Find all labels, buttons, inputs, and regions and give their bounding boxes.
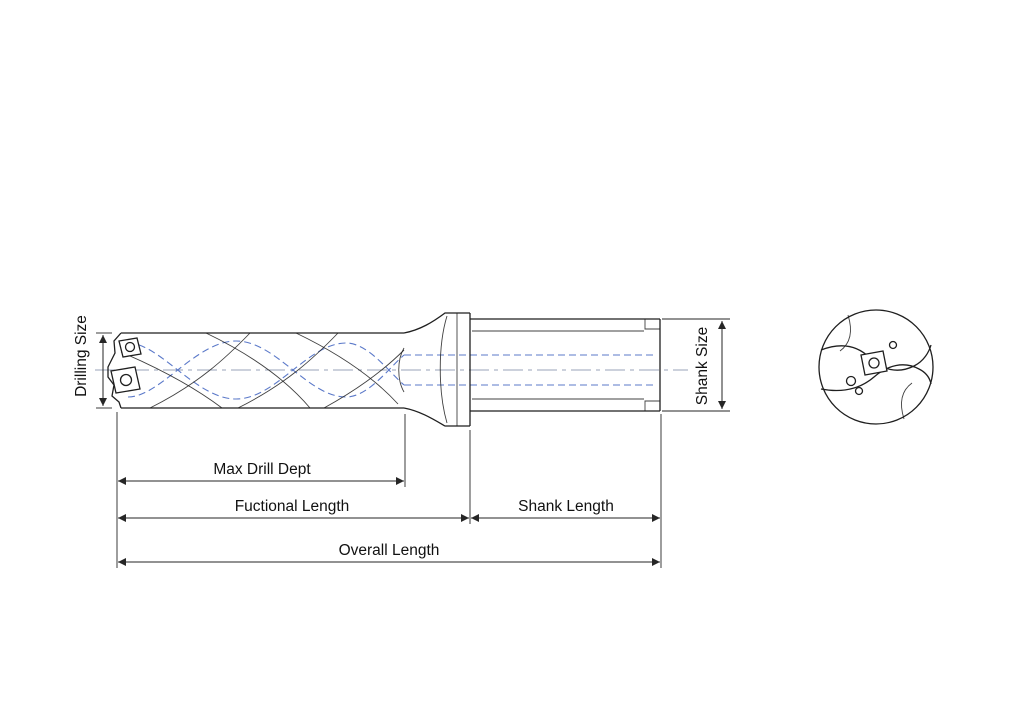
tip-insert-bottom-screw <box>119 373 133 387</box>
flute-line <box>237 332 339 409</box>
tip-inserts <box>110 337 142 394</box>
flute-line <box>205 332 311 409</box>
end-view-coolant-hole-1 <box>888 340 898 350</box>
flute-line <box>295 332 399 405</box>
end-view-second-screw <box>845 375 857 387</box>
tip-insert-bottom <box>110 366 141 394</box>
flange-bell-top <box>403 312 470 334</box>
label-overall-length: Overall Length <box>339 542 440 559</box>
shank-end-notch-top <box>644 319 660 330</box>
end-view-insert-screw <box>868 357 880 369</box>
flange-face-curve <box>439 315 448 424</box>
end-view-flute-edge-right <box>900 382 913 420</box>
tip-insert-top-screw <box>124 341 136 353</box>
flute-line <box>120 351 223 409</box>
label-max-drill-depth: Max Drill Dept <box>213 461 311 478</box>
dimensions: Drilling Size Shank Size Max Drill Dept … <box>73 315 730 568</box>
drill-side-view <box>107 312 661 427</box>
drill-end-view <box>818 309 934 425</box>
shank <box>470 318 661 412</box>
flute-lines <box>120 332 405 409</box>
label-shank-length: Shank Length <box>518 498 614 515</box>
flute-line <box>149 332 251 409</box>
end-view-coolant-hole-2 <box>854 386 864 396</box>
body-outline <box>107 332 404 409</box>
shank-outline <box>470 318 661 412</box>
tip-insert-top <box>118 337 142 358</box>
label-functional-length: Fuctional Length <box>235 498 350 515</box>
flute-runout <box>398 347 405 393</box>
end-view-web-upper <box>820 344 932 371</box>
end-view-insert <box>860 350 888 376</box>
label-shank-size: Shank Size <box>694 327 711 405</box>
shank-end-notch-bottom <box>644 400 660 411</box>
end-view-flute-edge-left <box>839 314 852 352</box>
flange <box>403 312 471 427</box>
flange-bell-bottom <box>403 407 470 427</box>
label-drilling-size: Drilling Size <box>73 315 90 397</box>
hidden-coolant-lines <box>127 340 656 400</box>
flute-line <box>323 349 405 409</box>
end-view-web-lower <box>820 364 932 392</box>
helix-hidden-line-2 <box>127 342 405 400</box>
helix-hidden-line-1 <box>127 340 405 398</box>
